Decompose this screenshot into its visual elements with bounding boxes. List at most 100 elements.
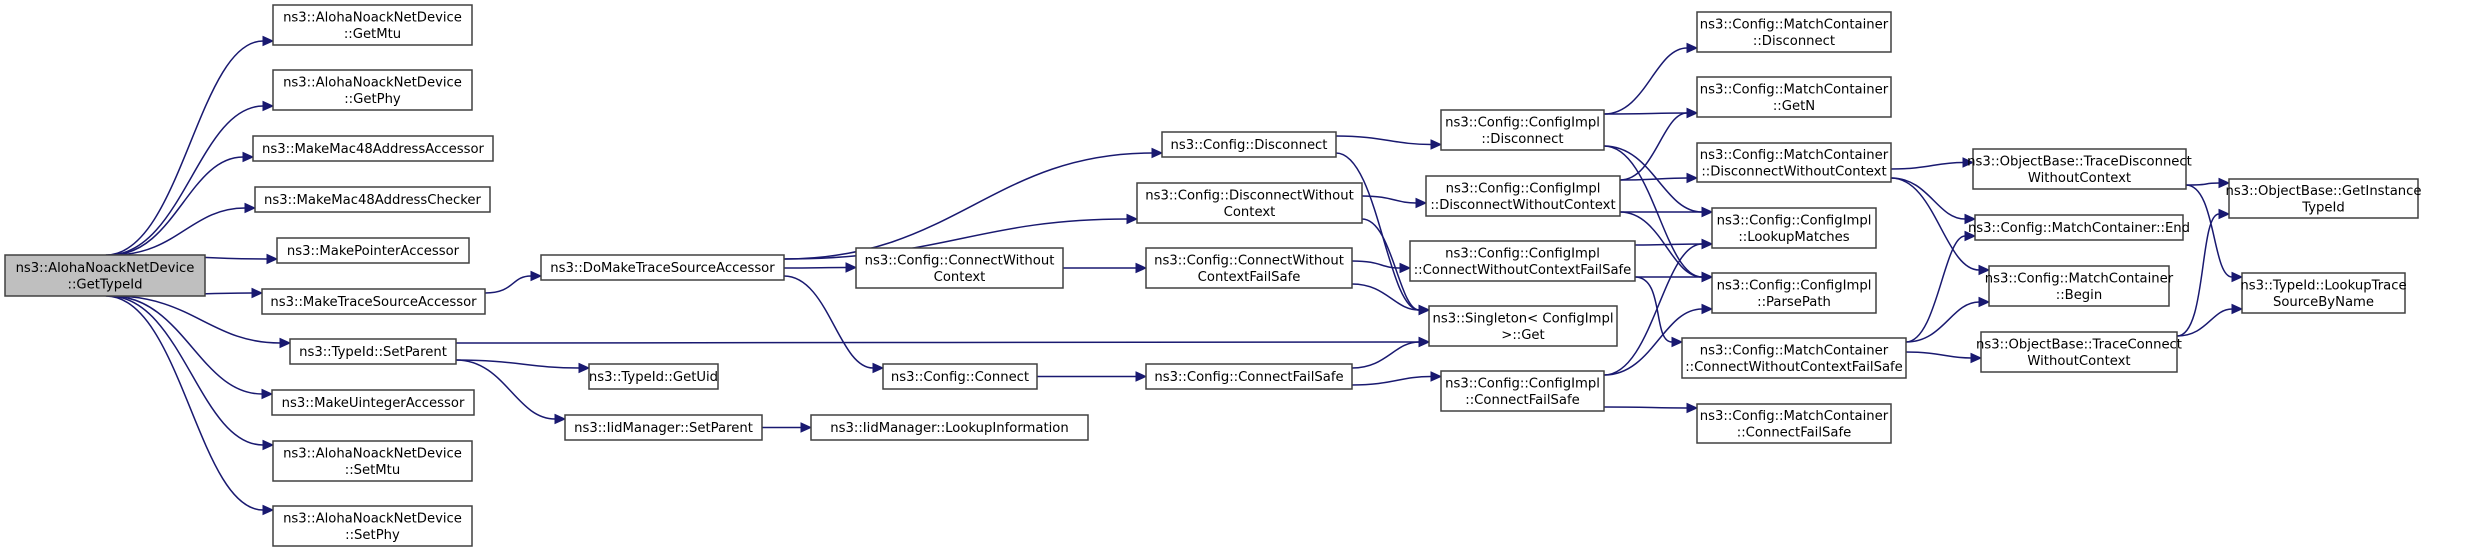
arrowhead-icon (244, 202, 257, 214)
node-box[interactable] (1440, 370, 1605, 412)
node-get-mtu[interactable]: ns3::AlohaNoackNetDevice::GetMtu (272, 4, 473, 46)
node-box[interactable] (261, 288, 486, 315)
arrowhead-icon (872, 362, 885, 374)
node-type-id-set-parent[interactable]: ns3::TypeId::SetParent (289, 338, 457, 365)
node-box[interactable] (855, 247, 1064, 289)
node-box[interactable] (2228, 178, 2419, 219)
node-impl-connect-without-context-fail-safe[interactable]: ns3::Config::ConfigImpl::ConnectWithoutC… (1409, 240, 1636, 282)
node-impl-disconnect-without-context[interactable]: ns3::Config::ConfigImpl::DisconnectWitho… (1425, 175, 1621, 217)
node-box[interactable] (1161, 131, 1337, 158)
node-set-phy[interactable]: ns3::AlohaNoackNetDevice::SetPhy (272, 505, 473, 547)
node-ob-trace-disconnect-without-context[interactable]: ns3::ObjectBase::TraceDisconnectWithoutC… (1967, 148, 2192, 190)
node-iid-set-parent[interactable]: ns3::IidManager::SetParent (564, 414, 763, 441)
node-box[interactable] (272, 440, 473, 482)
node-label: ns3::Config::ConfigImpl (1717, 278, 1872, 293)
node-box[interactable] (252, 135, 494, 162)
node-box[interactable] (254, 186, 491, 213)
node-box[interactable] (1145, 363, 1353, 390)
node-mc-disconnect[interactable]: ns3::Config::MatchContainer::Disconnect (1696, 11, 1892, 53)
node-impl-connect-fail-safe[interactable]: ns3::Config::ConfigImpl::ConnectFailSafe (1440, 370, 1605, 412)
node-config-disconnect[interactable]: ns3::Config::Disconnect (1161, 131, 1337, 158)
node-label: ns3::Config::ConnectWithout (1154, 253, 1344, 268)
node-get-type-id[interactable]: ns3::AlohaNoackNetDevice::GetTypeId (4, 254, 206, 297)
node-make-mac48-checker[interactable]: ns3::MakeMac48AddressChecker (254, 186, 491, 213)
node-make-trace-source-accessor[interactable]: ns3::MakeTraceSourceAccessor (261, 288, 486, 315)
node-box[interactable] (1696, 76, 1892, 118)
edge-type-id-set-parent-to-type-id-get-uid (455, 359, 580, 369)
node-box[interactable] (1409, 240, 1636, 282)
node-box[interactable] (1972, 148, 2187, 190)
node-box[interactable] (2241, 272, 2406, 314)
node-box[interactable] (1696, 11, 1892, 53)
node-box[interactable] (1681, 337, 1907, 379)
node-mc-get-n[interactable]: ns3::Config::MatchContainer::GetN (1696, 76, 1892, 118)
node-label: ::ParsePath (1757, 295, 1831, 310)
node-iid-lookup-information[interactable]: ns3::IidManager::LookupInformation (810, 414, 1089, 441)
node-label: ns3::AlohaNoackNetDevice (283, 446, 462, 461)
node-label: ns3::Singleton< ConfigImpl (1433, 311, 1614, 326)
edge-mc-disconnect-without-context-to-mc-end (1890, 177, 1966, 220)
node-type-id-get-uid[interactable]: ns3::TypeId::GetUid (588, 363, 719, 390)
edge-impl-disconnect-to-mc-disconnect (1603, 47, 1688, 115)
node-do-make-trace-source-accessor[interactable]: ns3::DoMakeTraceSourceAccessor (540, 254, 785, 281)
node-mc-begin[interactable]: ns3::Config::MatchContainer::Begin (1985, 265, 2174, 307)
node-box[interactable] (271, 389, 475, 416)
node-box[interactable] (1440, 109, 1605, 151)
node-make-mac48-accessor[interactable]: ns3::MakeMac48AddressAccessor (252, 135, 494, 162)
node-label: ns3::MakeMac48AddressAccessor (262, 142, 484, 157)
arrowhead-icon (1686, 402, 1699, 414)
node-box[interactable] (1428, 305, 1618, 347)
node-box[interactable] (564, 414, 763, 441)
node-box[interactable] (1696, 403, 1892, 444)
node-box[interactable] (272, 4, 473, 46)
root-node-box[interactable] (4, 254, 206, 297)
arrowhead-icon (2218, 208, 2231, 220)
node-make-uinteger-accessor[interactable]: ns3::MakeUintegerAccessor (271, 389, 475, 416)
node-box[interactable] (882, 363, 1038, 390)
node-box[interactable] (272, 69, 473, 111)
arrowhead-icon (1686, 172, 1699, 184)
node-singleton-get[interactable]: ns3::Singleton< ConfigImpl>::Get (1428, 305, 1618, 347)
node-label: ns3::MakePointerAccessor (287, 244, 460, 259)
arrowhead-icon (1962, 157, 1975, 168)
node-ob-trace-connect-without-context[interactable]: ns3::ObjectBase::TraceConnectWithoutCont… (1976, 331, 2182, 373)
node-box[interactable] (1136, 182, 1363, 224)
node-set-mtu[interactable]: ns3::AlohaNoackNetDevice::SetMtu (272, 440, 473, 482)
node-box[interactable] (1988, 265, 2170, 307)
node-label: ns3::Config::ConfigImpl (1445, 115, 1600, 130)
node-config-connect-fail-safe[interactable]: ns3::Config::ConnectFailSafe (1145, 363, 1353, 390)
node-box[interactable] (1974, 214, 2184, 241)
node-config-connect[interactable]: ns3::Config::Connect (882, 363, 1038, 390)
node-impl-disconnect[interactable]: ns3::Config::ConfigImpl::Disconnect (1440, 109, 1605, 151)
node-box[interactable] (588, 363, 719, 390)
node-config-connect-without-context[interactable]: ns3::Config::ConnectWithoutContext (855, 247, 1064, 289)
node-config-connect-without-context-fail-safe[interactable]: ns3::Config::ConnectWithoutContextFailSa… (1145, 247, 1353, 289)
node-box[interactable] (1980, 331, 2178, 373)
node-box[interactable] (276, 237, 470, 264)
node-box[interactable] (810, 414, 1089, 441)
node-impl-parse-path[interactable]: ns3::Config::ConfigImpl::ParsePath (1711, 272, 1877, 314)
node-mc-disconnect-without-context[interactable]: ns3::Config::MatchContainer::DisconnectW… (1696, 142, 1892, 183)
node-box[interactable] (1696, 142, 1892, 183)
node-box[interactable] (1711, 207, 1877, 249)
node-box[interactable] (1145, 247, 1353, 289)
edge-get-type-id-to-set-phy (105, 295, 264, 511)
node-impl-lookup-matches[interactable]: ns3::Config::ConfigImpl::LookupMatches (1711, 207, 1877, 249)
arrowhead-icon (1418, 336, 1431, 348)
node-get-phy[interactable]: ns3::AlohaNoackNetDevice::GetPhy (272, 69, 473, 111)
node-mc-connect-fail-safe[interactable]: ns3::Config::MatchContainer::ConnectFail… (1696, 403, 1892, 444)
node-mc-connect-without-context-fail-safe[interactable]: ns3::Config::MatchContainer::ConnectWith… (1681, 337, 1907, 379)
node-box[interactable] (272, 505, 473, 547)
node-box[interactable] (289, 338, 457, 365)
node-box[interactable] (1711, 272, 1877, 314)
node-box[interactable] (540, 254, 785, 281)
node-label: ::ConnectFailSafe (1465, 393, 1579, 408)
node-mc-end[interactable]: ns3::Config::MatchContainer::End (1968, 214, 2190, 241)
node-config-disconnect-without-context[interactable]: ns3::Config::DisconnectWithoutContext (1136, 182, 1363, 224)
node-make-pointer-accessor[interactable]: ns3::MakePointerAccessor (276, 237, 470, 264)
node-box[interactable] (1425, 175, 1621, 217)
node-label: ns3::AlohaNoackNetDevice (16, 261, 195, 276)
node-label: ::Disconnect (1481, 132, 1563, 147)
